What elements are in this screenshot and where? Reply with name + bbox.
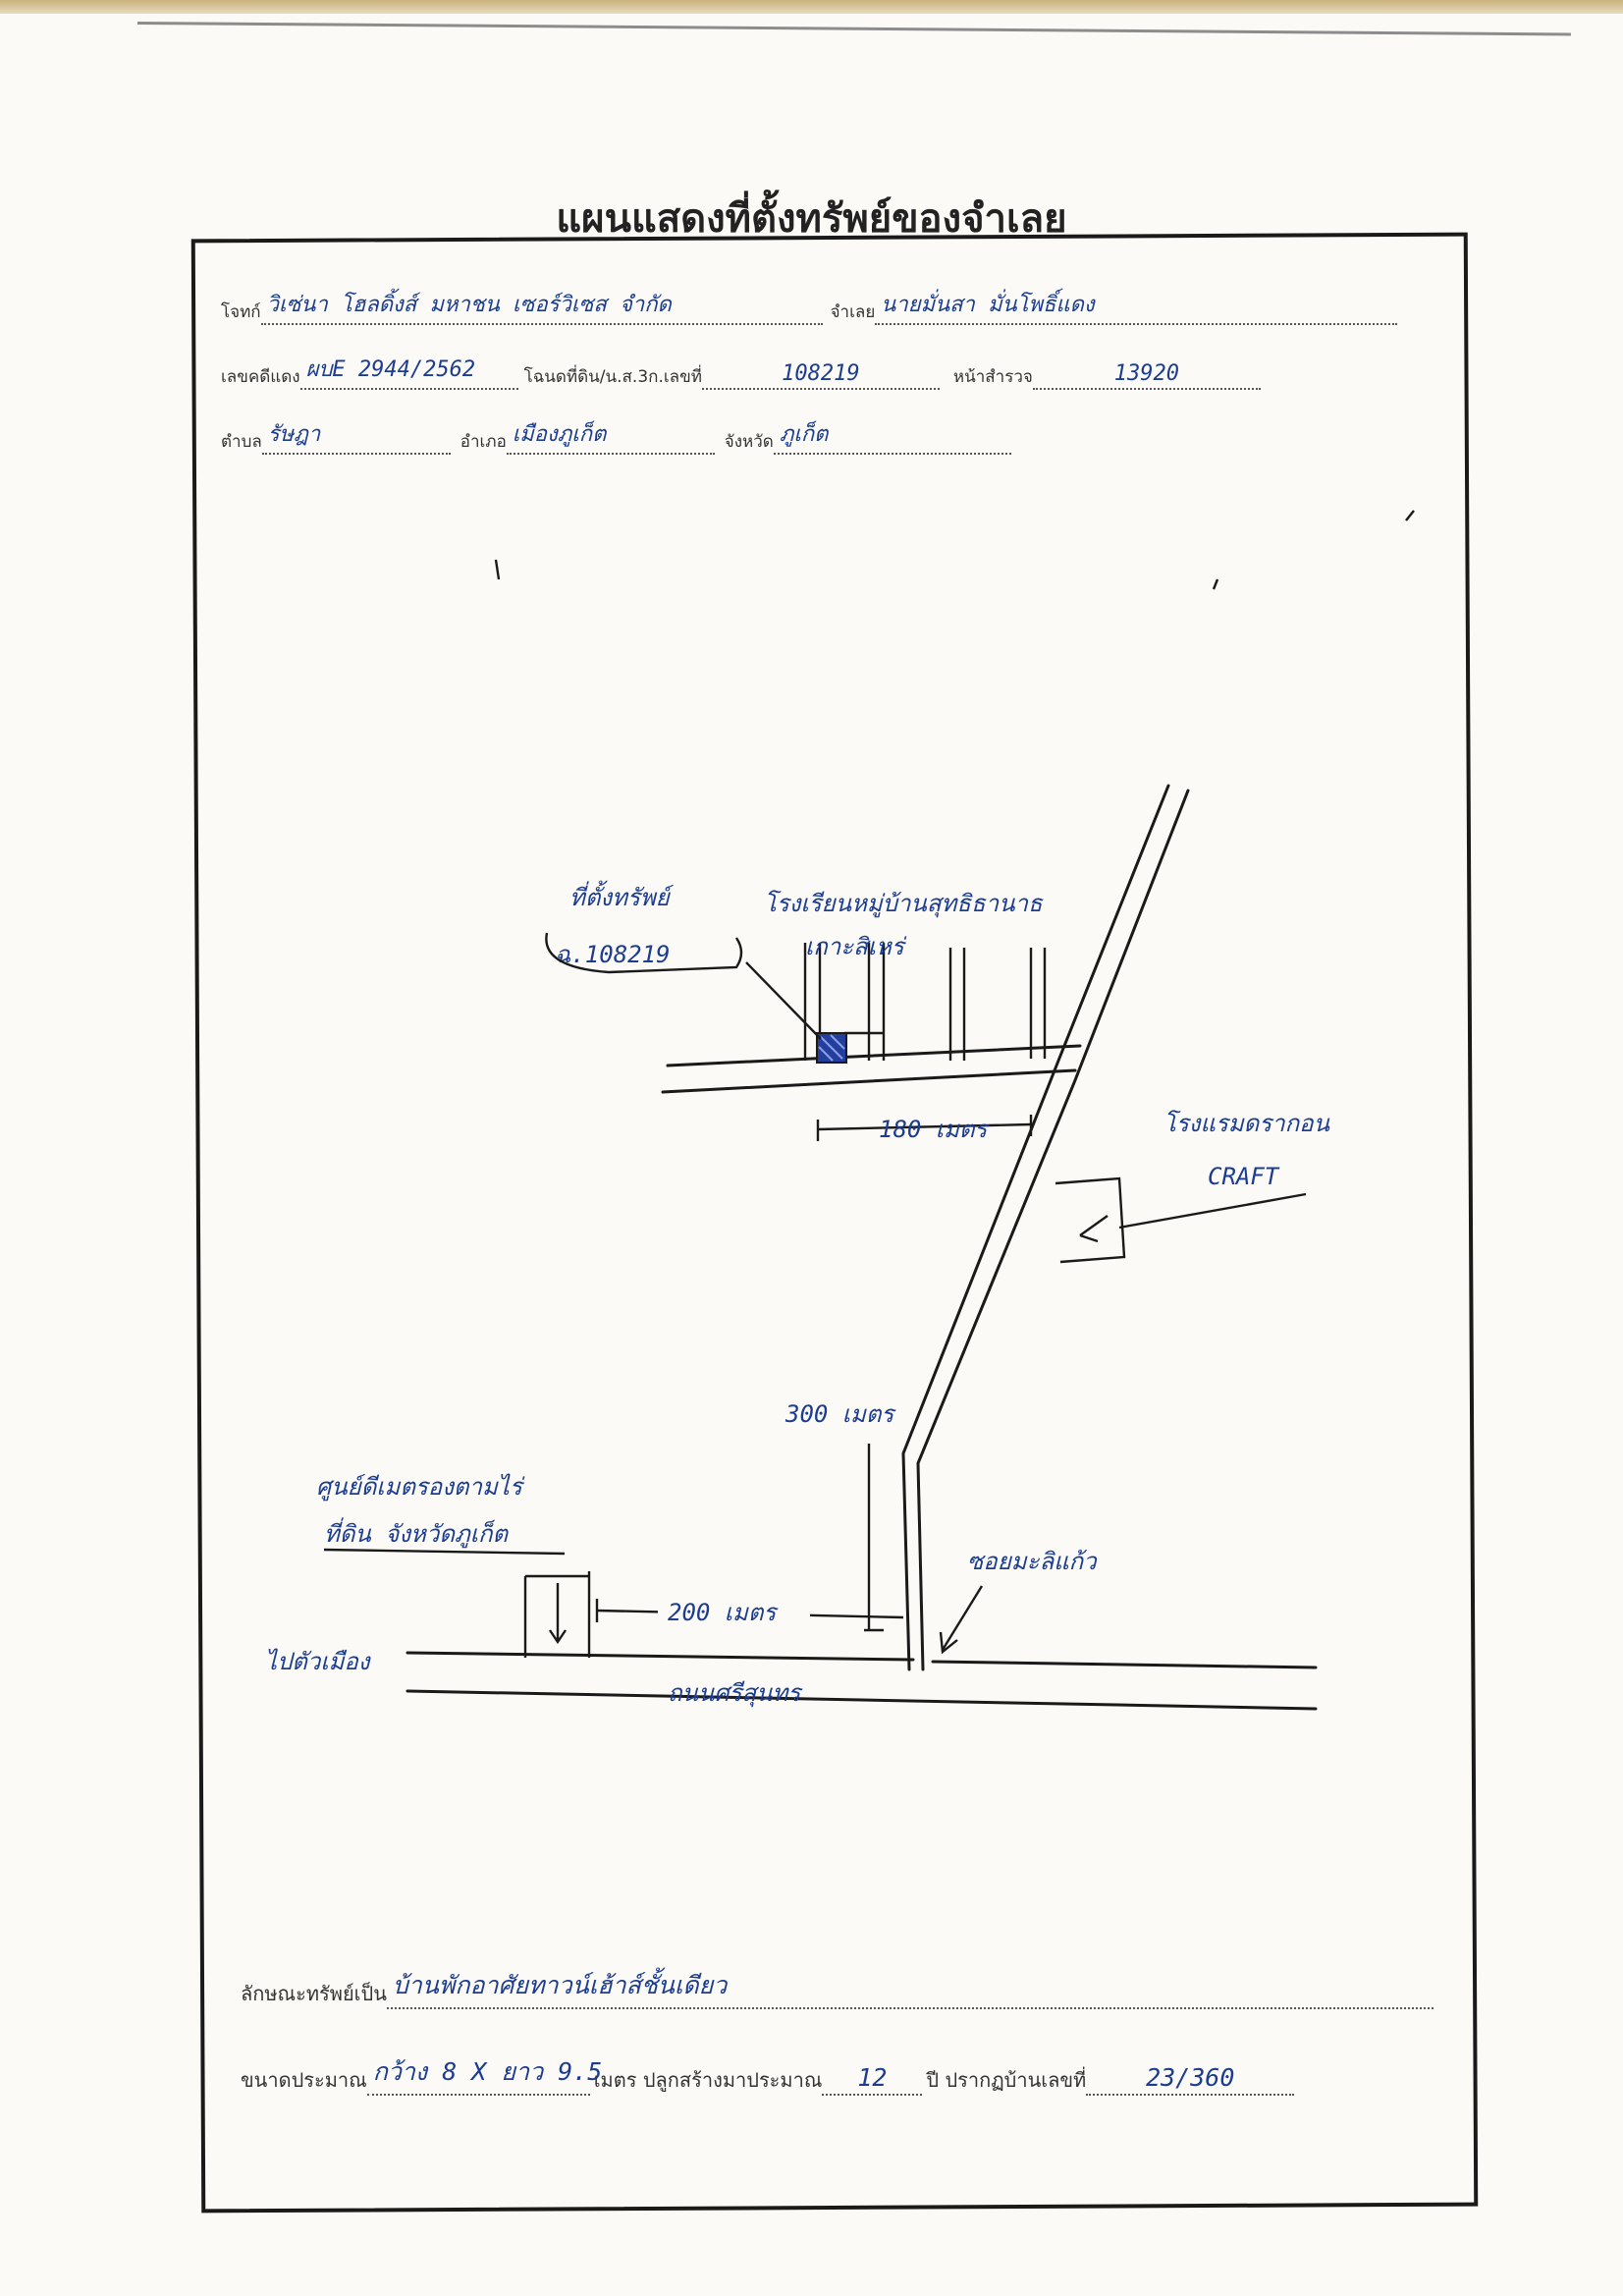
province-label: จังหวัด [724, 432, 774, 452]
soi-text: ซอยมะลิแก้ว [967, 1548, 1098, 1575]
school-text: โรงเรียนหมู่บ้านสุทธิธานาธ [764, 890, 1044, 918]
age-value: 12 [822, 2063, 923, 2096]
subdistrict-label: ตำบล [221, 432, 262, 452]
size-value: กว้าง 8 X ยาว 9.5 [366, 2052, 602, 2096]
plaintiff-row: โจทก์ วิเซ่นา โฮลดิ้งส์ มหาชน เซอร์วิเซส… [221, 287, 1458, 325]
district-label: อำเภอ [460, 432, 507, 452]
dim-200-label-bg [658, 1596, 810, 1627]
property-size-row: ขนาดประมาณ กว้าง 8 X ยาว 9.5 เมตร ปลูกสร… [241, 2052, 1419, 2096]
stray-mark [494, 559, 501, 580]
soi-arrow [939, 1585, 984, 1655]
property-type-label: ลักษณะทรัพย์เป็น [241, 1982, 387, 2005]
dim-180-text: 180 เมตร [879, 1116, 990, 1143]
deed-ref-text: ฉ.108219 [555, 941, 671, 968]
land-office-sub-text: ที่ดิน จังหวัดภูเก็ต [324, 1517, 509, 1549]
hotel-block [1055, 1176, 1126, 1264]
deed-label: โฉนดที่ดิน/น.ส.3ก.เลขที่ [523, 367, 702, 387]
house-no-value: 23/360 [1086, 2063, 1295, 2096]
hotel-arrowhead [1079, 1215, 1109, 1243]
side-road-edge [661, 1068, 1077, 1094]
size-label: ขนาดประมาณ [241, 2068, 367, 2092]
main-road-edge [931, 1660, 1318, 1669]
land-office-arrow [549, 1583, 567, 1645]
subdistrict-value: รัษฎา [261, 416, 451, 455]
main-road-edge [406, 1651, 915, 1662]
property-hatch [818, 1034, 845, 1062]
deed-value: 108219 [701, 361, 940, 390]
dim-180-line [817, 1122, 1032, 1131]
document-title: แผนแสดงที่ตั้งทรัพย์ของจำเลย [556, 195, 1067, 242]
year-label: ปี ปรากฏบ้านเลขที่ [926, 2068, 1087, 2092]
school-sub-text: เกาะสิเหร่ [805, 933, 907, 960]
hotel-sub-text: CRAFT [1208, 1163, 1280, 1190]
defendant-label: จำเลย [830, 302, 876, 322]
case-no-label: เลขคดีแดง [221, 367, 300, 387]
diagonal-road-edge [901, 784, 1170, 1671]
deed-ref-bubble [545, 932, 743, 974]
scan-edge [0, 0, 1623, 14]
survey-page-value: 13920 [1032, 361, 1261, 390]
defendant-value: นายมั่นสา มั่นโพธิ์แดง [875, 287, 1398, 325]
land-office-underline [323, 1548, 566, 1556]
property-pointer [745, 961, 822, 1040]
stray-mark [1212, 578, 1219, 590]
meter-label: เมตร ปลูกสร้างมาประมาณ [593, 2068, 823, 2092]
dim-200-text: 200 เมตร [668, 1599, 779, 1626]
survey-page-label: หน้าสำรวจ [952, 367, 1033, 387]
main-road-text: ถนนศรีสุนทร [668, 1679, 803, 1708]
district-value: เมืองภูเก็ต [506, 416, 715, 455]
plaintiff-value: วิเซ่นา โฮลดิ้งส์ มหาชน เซอร์วิเซส จำกัด [260, 287, 823, 325]
property-type-row: ลักษณะทรัพย์เป็น บ้านพักอาศัยทาวน์เฮ้าส์… [241, 1966, 1434, 2009]
case-row: เลขคดีแดง ผบE 2944/2562 โฉนดที่ดิน/น.ส.3… [221, 352, 1458, 390]
location-row: ตำบล รัษฎา อำเภอ เมืองภูเก็ต จังหวัด ภูเ… [221, 416, 1203, 455]
property-location-text: ที่ตั้งทรัพย์ [569, 880, 675, 911]
to-town-text: ไปตัวเมือง [265, 1648, 372, 1675]
hotel-pointer [1118, 1192, 1307, 1230]
dim-300-text: 300 เมตร [784, 1400, 896, 1428]
plaintiff-label: โจทก์ [221, 302, 261, 322]
diagonal-road-edge [916, 789, 1190, 1671]
main-road-edge [406, 1689, 1318, 1711]
land-office-text: ศูนย์ดีเมตรองตามไร่ [316, 1473, 525, 1502]
property-type-value: บ้านพักอาศัยทาวน์เฮ้าส์ชั้นเดียว [386, 1966, 1434, 2009]
stray-mark [1405, 510, 1415, 521]
land-office-block [523, 1571, 591, 1658]
side-road-edge [666, 1044, 1082, 1067]
hotel-text: โรงแรมดรากอน [1163, 1110, 1330, 1137]
province-value: ภูเก็ต [773, 416, 1011, 455]
case-no-value: ผบE 2944/2562 [299, 352, 518, 390]
